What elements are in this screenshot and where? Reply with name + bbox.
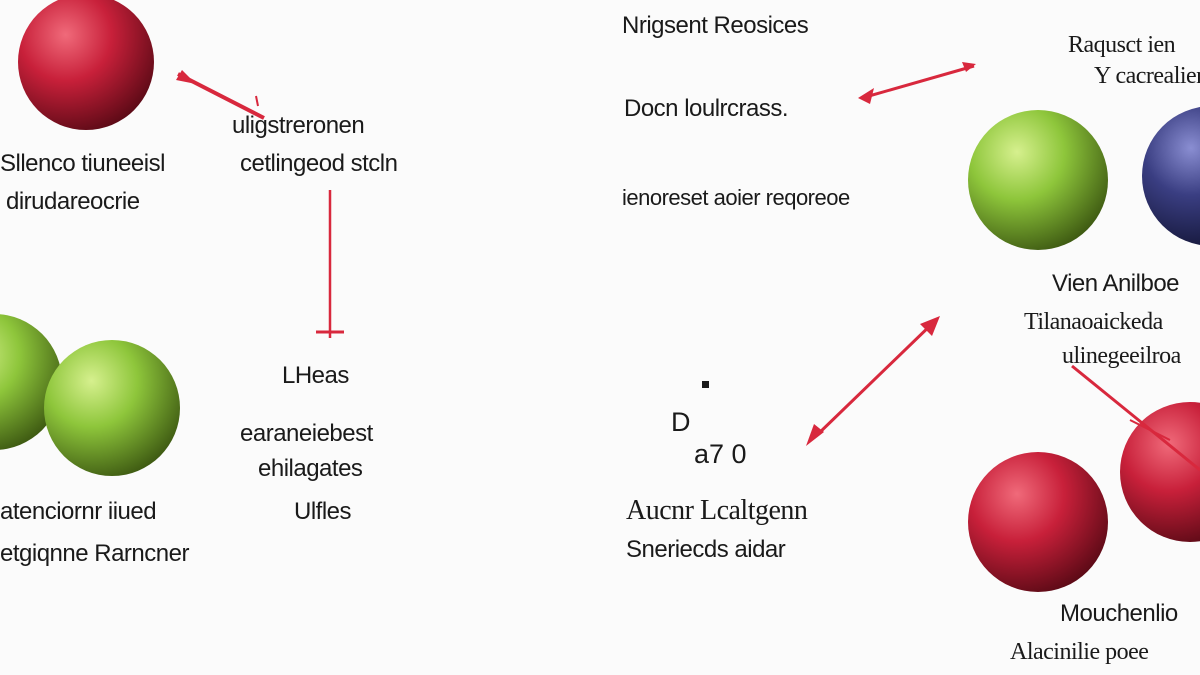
dot-marker (702, 381, 709, 388)
arrow-center-diagonal (806, 316, 940, 446)
label-center-top: Nrigsent Reosices (622, 12, 809, 39)
label-right-bottom-1: Mouchenlio (1060, 600, 1178, 627)
label-center-left-4: Ulfles (294, 498, 352, 525)
label-top-right-2: Y cacrealien (1094, 63, 1200, 89)
label-right-bottom-2: Alacinilie poee (1010, 639, 1149, 665)
label-center-low: ienoreset aoier reqoreoe (622, 185, 850, 210)
label-center-left-3: ehilagates (258, 455, 363, 482)
arrow-right-bottom (1071, 364, 1200, 472)
label-left-2: dirudareocrie (6, 188, 140, 215)
label-bottom-center-2: Sneriecds aidar (626, 536, 786, 563)
arrow-top-left (176, 70, 265, 120)
label-left-1: Sllenco tiuneeisl (0, 150, 165, 177)
label-left-mid-2: cetlingeod stcln (240, 150, 398, 177)
vertical-line-left (316, 190, 344, 338)
label-bottom-center-1: Aucnr Lcaltgenn (626, 495, 808, 526)
label-left-bottom-1: atenciornr iiued (0, 498, 157, 525)
label-center-mid: Docn loulrcrass. (624, 95, 789, 122)
sphere-red-right-back (1120, 402, 1200, 542)
sphere-red-right-front (968, 452, 1108, 592)
label-center-left-2: earaneiebest (240, 420, 373, 447)
label-right-mid-1: Vien Anilboe (1052, 270, 1180, 297)
label-center-left-1: LHeas (282, 362, 349, 389)
label-right-mid-3: ulinegeeilroa (1062, 343, 1181, 369)
label-left-mid-1: uligstreronen (232, 112, 365, 139)
arrow-center-top (858, 62, 976, 104)
label-small-1: D (671, 407, 691, 437)
label-small-2: a7 0 (694, 439, 747, 469)
sphere-red-top-left (18, 0, 154, 130)
sphere-green-right (968, 110, 1108, 250)
sphere-blue-right (1142, 107, 1200, 245)
label-left-bottom-2: etgiqnne Rarncner (0, 540, 189, 567)
label-right-mid-2: Tilanaoaickeda (1024, 309, 1163, 335)
label-top-right-1: Raqusct ien (1068, 32, 1176, 58)
sphere-green-left-front (44, 340, 180, 476)
